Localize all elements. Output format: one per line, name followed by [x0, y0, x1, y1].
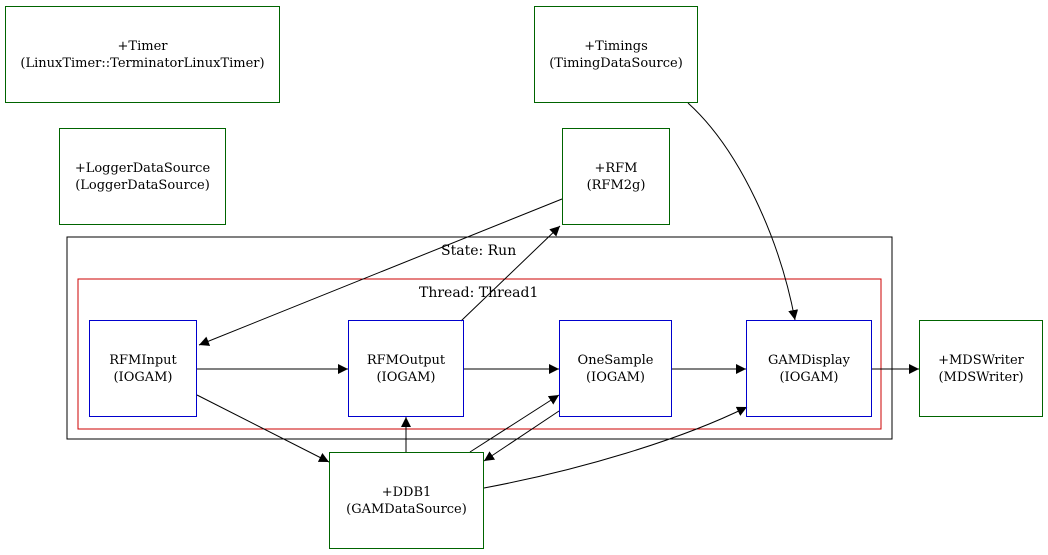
node-ddb1-name: +DDB1 [381, 484, 432, 500]
node-timings: +Timings (TimingDataSource) [534, 6, 698, 103]
node-mdswriter-type: (MDSWriter) [938, 369, 1024, 385]
node-logger-type: (LoggerDataSource) [75, 177, 210, 193]
node-rfminput-name: RFMInput [109, 352, 177, 368]
node-rfmoutput-type: (IOGAM) [376, 369, 436, 385]
node-rfm: +RFM (RFM2g) [562, 128, 670, 225]
state-label: State: Run [441, 243, 517, 259]
node-rfmoutput-name: RFMOutput [366, 352, 446, 368]
state-cluster-frame [66, 236, 893, 440]
node-logger-name: +LoggerDataSource [74, 160, 211, 176]
node-rfmoutput: RFMOutput (IOGAM) [348, 320, 464, 417]
node-timer: +Timer (LinuxTimer::TerminatorLinuxTimer… [5, 6, 280, 103]
node-mdswriter-name: +MDSWriter [938, 352, 1024, 368]
node-gamdisplay: GAMDisplay (IOGAM) [746, 320, 872, 417]
node-rfminput-type: (IOGAM) [113, 369, 173, 385]
node-onesample-type: (IOGAM) [585, 369, 646, 385]
node-timer-name: +Timer [117, 38, 168, 54]
edge-rfminput-to-ddb1 [196, 394, 330, 463]
edge-ddb1-to-gamdisplay [483, 406, 748, 489]
node-timings-type: (TimingDataSource) [549, 55, 683, 71]
edge-rfm-to-rfminput [198, 198, 563, 346]
node-rfm-type: (RFM2g) [586, 177, 646, 193]
node-gamdisplay-type: (IOGAM) [779, 369, 839, 385]
node-rfminput: RFMInput (IOGAM) [89, 320, 197, 417]
node-onesample-name: OneSample [577, 352, 654, 368]
node-timings-name: +Timings [584, 38, 648, 54]
node-logger: +LoggerDataSource (LoggerDataSource) [59, 128, 226, 225]
node-mdswriter: +MDSWriter (MDSWriter) [919, 320, 1043, 417]
thread-label: Thread: Thread1 [419, 285, 539, 301]
node-rfm-name: +RFM [594, 160, 638, 176]
thread-cluster-frame [77, 278, 882, 430]
edge-rfmoutput-to-rfm [460, 225, 561, 322]
node-timer-type: (LinuxTimer::TerminatorLinuxTimer) [20, 55, 265, 71]
node-ddb1-type: (GAMDataSource) [346, 501, 467, 517]
node-gamdisplay-name: GAMDisplay [768, 352, 850, 368]
edge-ddb1-to-onesample [469, 394, 560, 453]
edge-timings-to-gamdisplay [687, 102, 799, 321]
edge-onesample-to-ddb1 [483, 410, 560, 462]
node-ddb1: +DDB1 (GAMDataSource) [329, 452, 484, 549]
node-onesample: OneSample (IOGAM) [559, 320, 672, 417]
